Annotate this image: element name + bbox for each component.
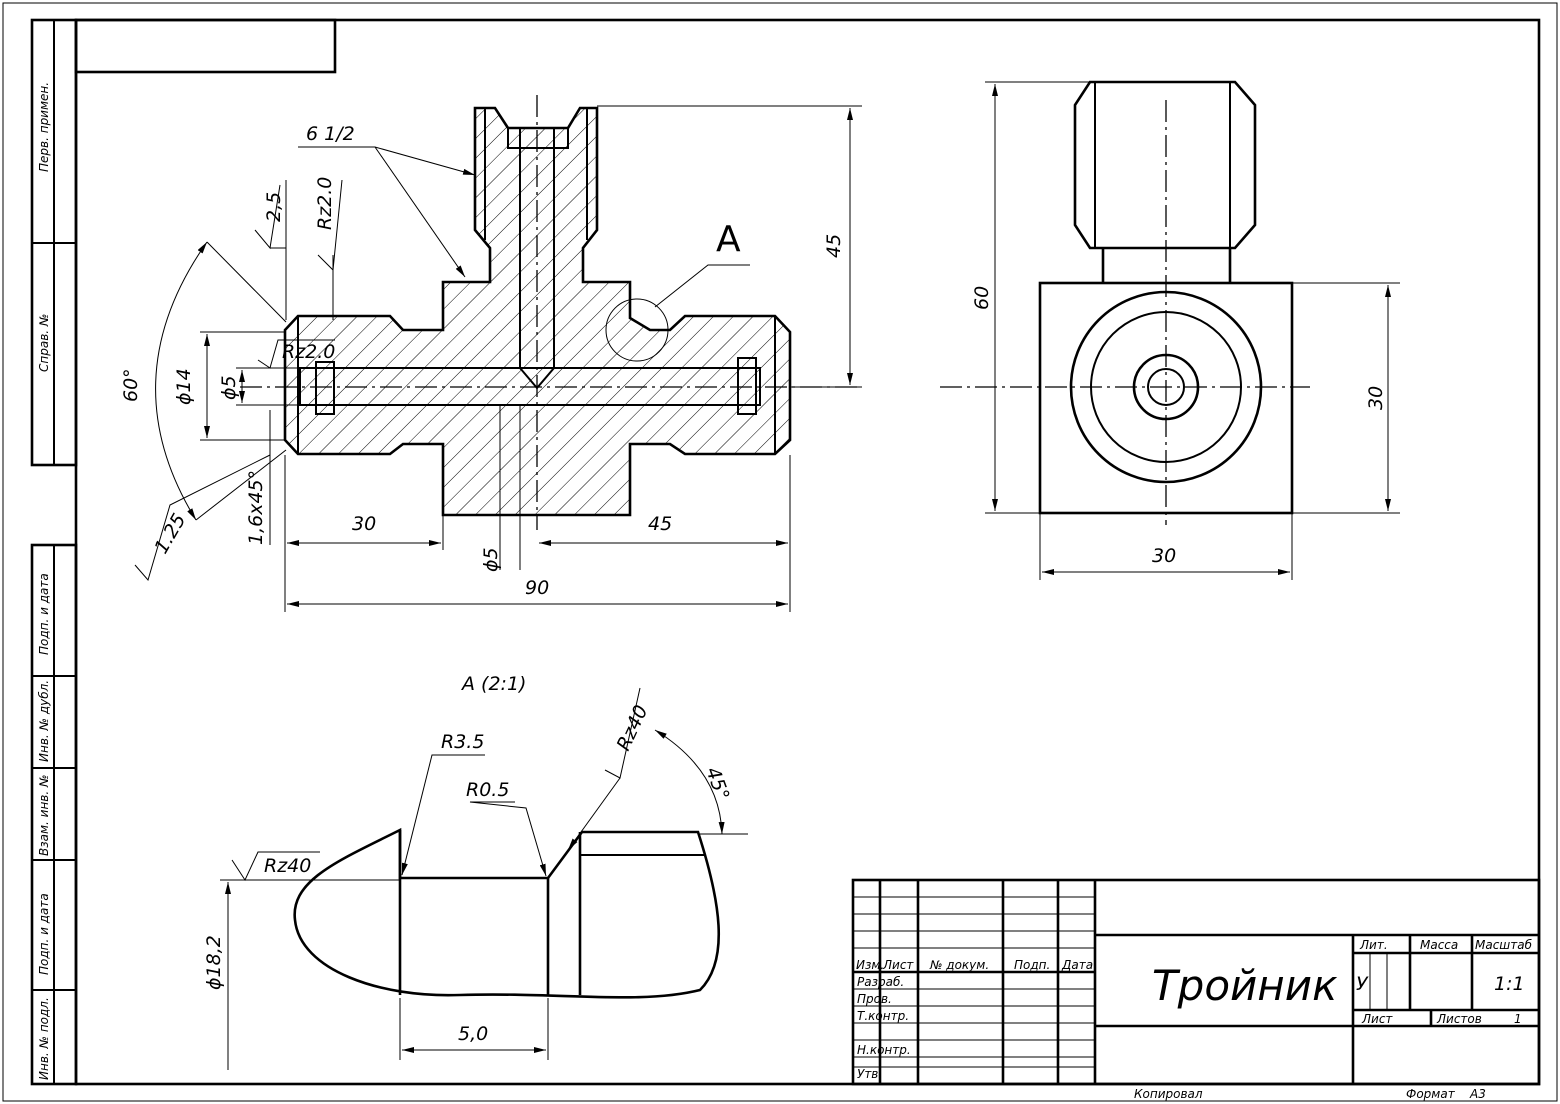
dia-5-left: ϕ5 bbox=[218, 375, 240, 400]
dim-45-horizontal: 45 bbox=[648, 513, 672, 535]
chamfer-label: 1,6x45° bbox=[245, 470, 267, 545]
tb-row-nkontr: Н.контр. bbox=[857, 1043, 911, 1057]
main-section-view: A bbox=[240, 95, 860, 530]
tb-col-list: Лист bbox=[882, 958, 914, 972]
dim-5-0: 5,0 bbox=[458, 1023, 488, 1045]
roughness-2-5: 2,5 bbox=[263, 192, 285, 222]
tb-row-tkontr: Т.контр. bbox=[857, 1009, 909, 1023]
title-block bbox=[851, 878, 1541, 1086]
dim-30-vertical: 30 bbox=[1365, 386, 1387, 410]
tb-sheets-label: Листов bbox=[1436, 1012, 1482, 1026]
part-name: Тройник bbox=[1152, 961, 1338, 1010]
side-stamp-upper bbox=[30, 18, 78, 467]
tb-row-prov: Пров. bbox=[857, 992, 892, 1006]
angle-60: 60° bbox=[120, 368, 142, 402]
stamp-podp-data-2: Подп. и дата bbox=[37, 893, 51, 975]
tb-format-label: Формат bbox=[1406, 1087, 1456, 1101]
detail-a-view bbox=[220, 687, 748, 1070]
roughness-1-25: 1.25 bbox=[150, 510, 190, 558]
tb-hdr-lit: Лит. bbox=[1359, 938, 1388, 952]
roughness-rz2-top: Rz2.0 bbox=[314, 177, 336, 230]
dia-14: ϕ14 bbox=[173, 368, 195, 405]
tb-row-razrab: Разраб. bbox=[857, 975, 904, 989]
dim-45-vertical: 45 bbox=[823, 234, 845, 258]
tb-row-utv: Утв. bbox=[857, 1067, 882, 1081]
tb-col-doc: № докум. bbox=[929, 958, 989, 972]
thread-label: 6 1/2 bbox=[306, 123, 355, 145]
tb-hdr-scale: Масштаб bbox=[1475, 938, 1533, 952]
tb-col-date: Дата bbox=[1061, 958, 1093, 972]
side-stamp-lower bbox=[30, 543, 78, 1086]
stamp-sprav-no: Справ. № bbox=[37, 314, 51, 372]
angle-45: 45° bbox=[701, 764, 733, 803]
roughness-rz40-left: Rz40 bbox=[264, 855, 311, 877]
detail-a-circle bbox=[605, 298, 669, 362]
tb-copied-label: Копировал bbox=[1134, 1087, 1203, 1101]
roughness-rz40-top: Rz40 bbox=[613, 702, 653, 754]
tb-col-sign: Подп. bbox=[1014, 958, 1050, 972]
detail-letter: A bbox=[716, 219, 741, 260]
dim-90: 90 bbox=[525, 577, 549, 599]
side-view bbox=[940, 80, 1400, 580]
stamp-vzam-inv: Взам. инв. № bbox=[37, 775, 51, 856]
tb-scale-value: 1:1 bbox=[1494, 973, 1525, 995]
stamp-inv-podl: Инв. № подл. bbox=[37, 997, 51, 1080]
tb-hdr-massa: Масса bbox=[1420, 938, 1458, 952]
dim-30: 30 bbox=[352, 513, 376, 535]
main-view-dimensions bbox=[134, 105, 862, 612]
roughness-rz2-bore: Rz2.0 bbox=[282, 341, 335, 363]
detail-title: A (2:1) bbox=[460, 673, 526, 695]
tb-lit-value: У bbox=[1356, 973, 1369, 995]
radius-0-5: R0.5 bbox=[466, 779, 509, 801]
dim-30-horizontal: 30 bbox=[1152, 545, 1176, 567]
tb-sheet-label: Лист bbox=[1361, 1012, 1393, 1026]
dia-18-2: ϕ18,2 bbox=[203, 935, 225, 990]
stamp-podp-data-1: Подп. и дата bbox=[37, 573, 51, 655]
stamp-inv-dubl: Инв. № дубл. bbox=[37, 680, 51, 762]
dia-5-bottom: ϕ5 bbox=[480, 547, 502, 572]
tb-sheets-value: 1 bbox=[1514, 1012, 1522, 1026]
tb-col-izm: Изм. bbox=[856, 958, 884, 972]
radius-3-5: R3.5 bbox=[441, 731, 484, 753]
dim-60: 60 bbox=[971, 286, 993, 310]
tb-format-value: А3 bbox=[1469, 1087, 1486, 1101]
stamp-perv-primen: Перв. примен. bbox=[37, 82, 51, 172]
